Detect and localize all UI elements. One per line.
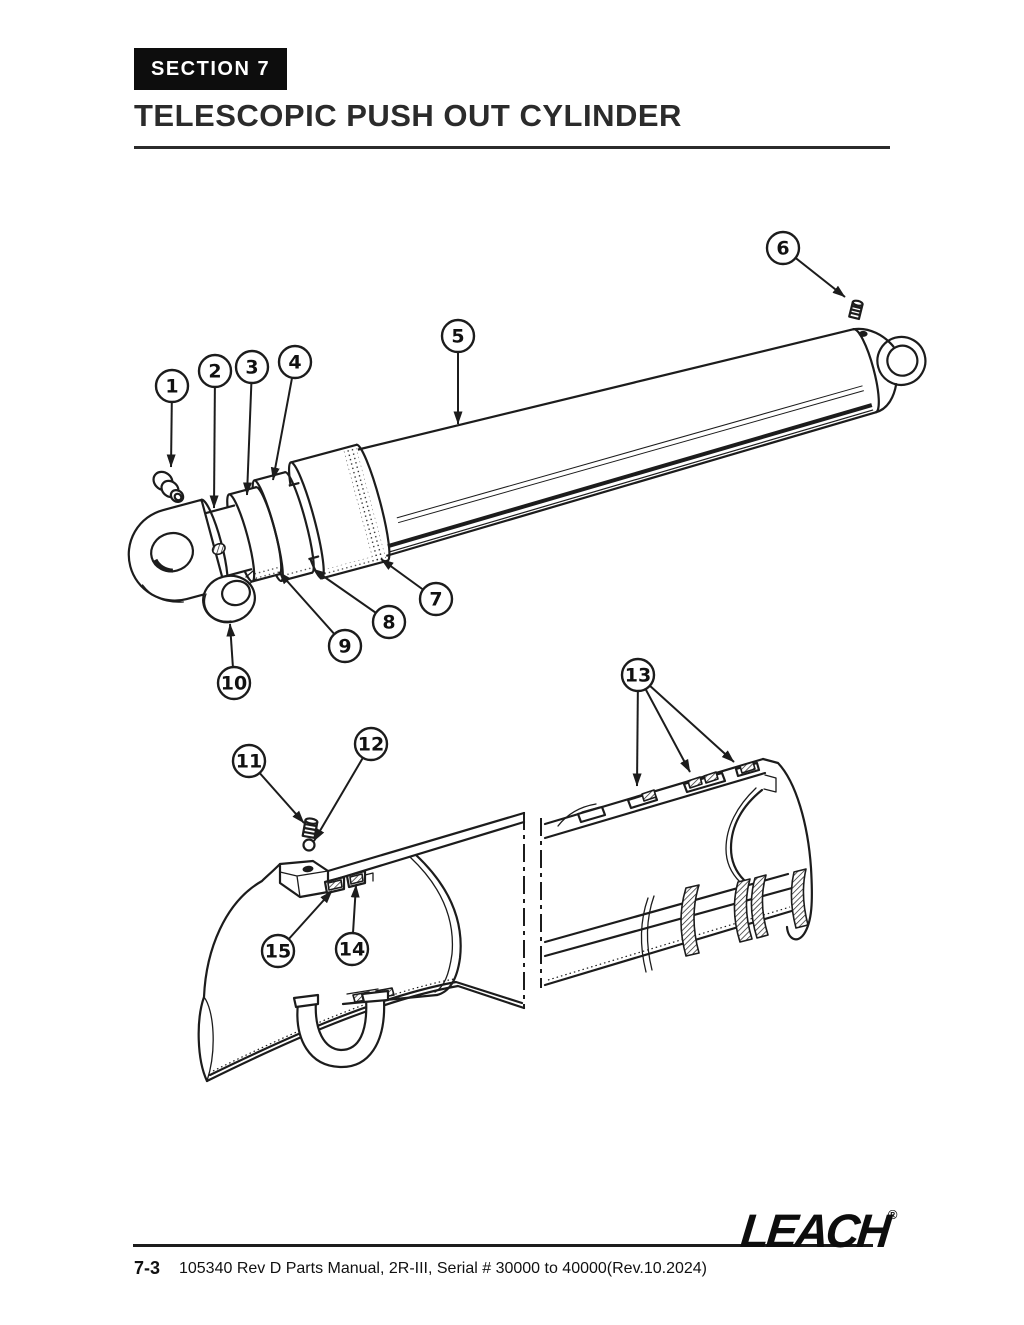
svg-text:9: 9	[338, 636, 351, 658]
page-title: TELESCOPIC PUSH OUT CYLINDER	[134, 98, 682, 133]
svg-text:3: 3	[245, 357, 258, 379]
section-badge: SECTION 7	[134, 48, 288, 90]
callout-6: 6	[765, 230, 846, 298]
end-cap-eye	[852, 327, 927, 414]
detent-ball	[302, 838, 316, 852]
svg-text:2: 2	[208, 361, 221, 383]
callout-12: 12	[313, 726, 389, 842]
svg-text:4: 4	[288, 352, 301, 374]
title-rule	[134, 146, 890, 149]
svg-text:14: 14	[339, 939, 365, 961]
wear-pads	[576, 761, 761, 824]
callout-13: 13	[620, 657, 735, 787]
callout-11: 11	[231, 743, 305, 824]
callout-5: 5	[440, 318, 476, 425]
svg-text:8: 8	[382, 612, 395, 634]
cylinder-tube	[356, 328, 880, 557]
callout-4: 4	[270, 344, 313, 481]
callout-15: 15	[260, 890, 333, 969]
svg-text:6: 6	[776, 238, 789, 260]
callout-9: 9	[278, 571, 363, 664]
callout-3: 3	[234, 349, 270, 496]
footer-rule	[133, 1244, 873, 1247]
svg-text:13: 13	[625, 665, 651, 687]
svg-text:12: 12	[358, 734, 384, 756]
svg-text:15: 15	[265, 941, 291, 963]
set-screw-end-cap	[848, 299, 864, 321]
svg-text:11: 11	[236, 751, 262, 773]
section-label: SECTION 7	[151, 58, 271, 80]
callout-2: 2	[197, 353, 233, 509]
callout-8: 8	[312, 568, 407, 640]
svg-text:5: 5	[451, 326, 464, 348]
svg-text:1: 1	[165, 376, 178, 398]
break-lines	[523, 812, 542, 1009]
svg-text:7: 7	[429, 589, 442, 611]
page-number: 7-3	[134, 1258, 161, 1278]
callout-1: 1	[154, 368, 190, 468]
tube-cutaway-right	[543, 757, 813, 987]
callout-7: 7	[380, 558, 454, 617]
saddle-half-ring	[292, 989, 390, 1069]
callout-14: 14	[334, 884, 370, 967]
brand-wordmark: LEACH	[738, 1204, 891, 1257]
svg-text:10: 10	[221, 673, 247, 695]
brand-logo: LEACH®	[738, 1203, 898, 1258]
set-screw-wear-pad	[301, 817, 319, 840]
footer-manual-line: 105340 Rev D Parts Manual, 2R-III, Seria…	[178, 1260, 707, 1277]
grease-fitting	[152, 470, 185, 503]
registered-mark: ®	[887, 1207, 898, 1222]
retainer-bushing	[202, 570, 257, 624]
callout-10: 10	[216, 623, 252, 701]
cylinder-assembly	[127, 327, 927, 603]
